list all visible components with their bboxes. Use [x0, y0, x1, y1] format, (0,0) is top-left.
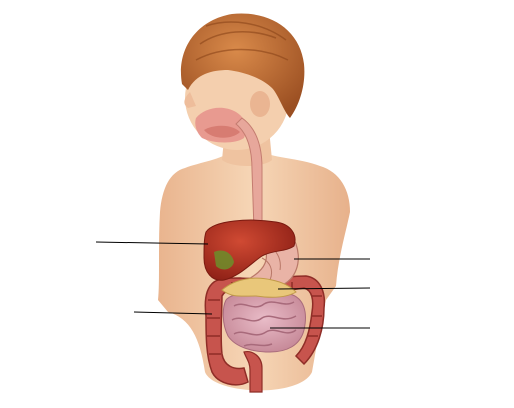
hair [180, 13, 305, 118]
gallbladder [214, 250, 234, 270]
leader-line-pancreas [277, 287, 371, 290]
small-intestine [222, 291, 306, 353]
nose [184, 92, 196, 108]
hair-strands [195, 21, 289, 61]
leader-line-liver [95, 241, 209, 245]
leader-line-large-intestine [133, 311, 213, 315]
small-intestine-coils [231, 301, 297, 347]
rectum [243, 351, 263, 393]
ear [250, 91, 270, 117]
tongue [204, 125, 240, 138]
pancreas [221, 277, 297, 298]
